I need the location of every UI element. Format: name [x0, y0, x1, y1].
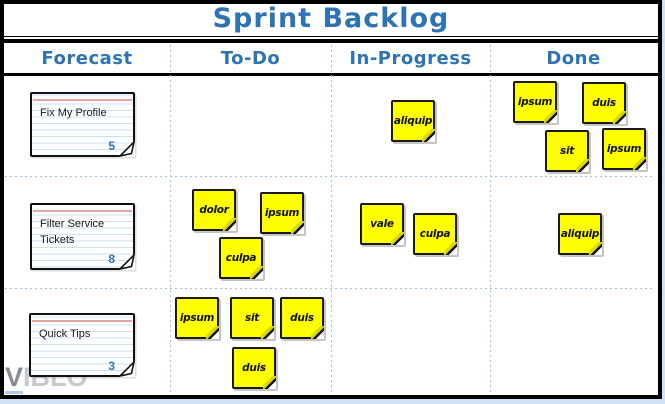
folded-corner-icon [118, 253, 135, 270]
sticky-note[interactable]: dolor [192, 189, 236, 231]
sticky-note[interactable]: culpa [219, 237, 263, 279]
story-card[interactable]: Quick Tips 3 [29, 313, 135, 377]
sticky-note[interactable]: vale [360, 203, 404, 245]
row-divider [5, 176, 655, 177]
sticky-note[interactable]: ipsum [602, 128, 646, 170]
folded-corner-icon [118, 140, 135, 157]
watermark-letter-v: V [5, 362, 24, 394]
column-header-forecast: Forecast [41, 48, 133, 69]
story-card[interactable]: Filter Service Tickets 8 [30, 203, 135, 270]
column-divider [331, 45, 332, 394]
sticky-note[interactable]: aliquip [391, 100, 435, 142]
sticky-note[interactable]: culpa [413, 213, 457, 255]
story-title: Filter Service Tickets [40, 218, 105, 246]
story-points: 5 [108, 139, 115, 153]
column-header-todo: To-Do [220, 48, 281, 69]
story-points: 8 [108, 252, 115, 266]
sticky-note[interactable]: ipsum [260, 192, 304, 234]
column-header-in-progress: In-Progress [349, 48, 472, 69]
sticky-note[interactable]: ipsum [513, 81, 557, 123]
title-divider-thick [4, 39, 658, 43]
row-divider [5, 288, 655, 289]
story-title: Quick Tips [39, 328, 91, 340]
sticky-note[interactable]: duis [232, 347, 276, 389]
sticky-note[interactable]: ipsum [175, 297, 219, 339]
column-header-done: Done [546, 48, 601, 69]
story-title: Fix My Profile [40, 107, 107, 119]
title-divider-thin [4, 36, 658, 37]
sticky-note[interactable]: sit [230, 297, 274, 339]
folded-corner-icon [118, 360, 135, 377]
story-card[interactable]: Fix My Profile 5 [30, 92, 135, 157]
sticky-note[interactable]: aliquip [558, 213, 602, 255]
sticky-note[interactable]: duis [582, 82, 626, 124]
sticky-note[interactable]: duis [280, 297, 324, 339]
sticky-note[interactable]: sit [545, 130, 589, 172]
board-title: Sprint Backlog [212, 3, 450, 34]
story-points: 3 [108, 359, 115, 373]
column-divider [490, 45, 491, 394]
column-divider [170, 45, 171, 394]
